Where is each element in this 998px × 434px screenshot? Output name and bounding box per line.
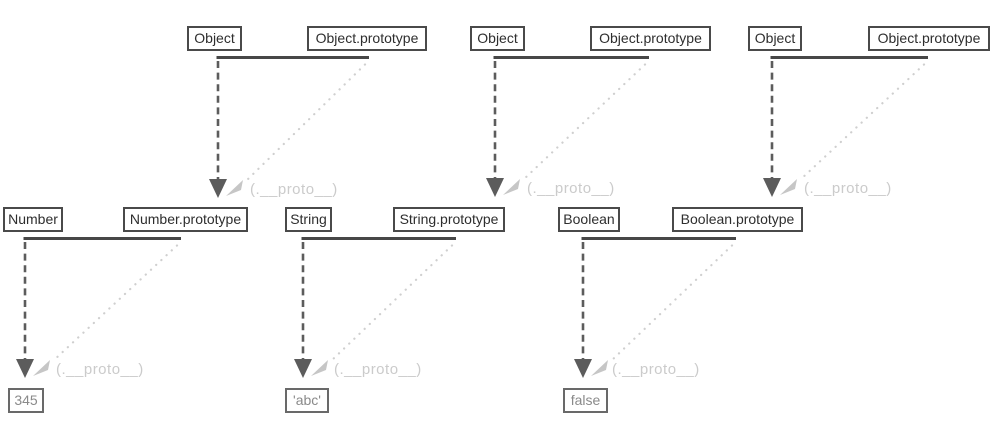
proto-dotted-line [609, 244, 734, 363]
node-object-prototype-3: Object.prototype [868, 26, 990, 51]
connector-string-to-abc [294, 237, 456, 378]
node-object-1: Object [187, 26, 242, 51]
proto-dotted-line [244, 63, 367, 183]
node-number: Number [3, 207, 63, 232]
proto-arrowhead-icon [503, 179, 520, 195]
down-arrowhead-icon [763, 178, 781, 197]
proto-label: (.__proto__) [612, 361, 700, 378]
node-boolean: Boolean [558, 207, 620, 232]
proto-arrowhead-icon [311, 360, 328, 376]
down-arrowhead-icon [574, 359, 592, 378]
proto-label: (.__proto__) [250, 181, 338, 198]
node-string-prototype: String.prototype [393, 207, 505, 232]
proto-arrowhead-icon [591, 360, 608, 376]
value-boolean-literal: false [563, 388, 608, 413]
proto-dotted-line [521, 63, 647, 182]
down-arrowhead-icon [294, 359, 312, 378]
down-arrowhead-icon [16, 359, 34, 378]
down-arrowhead-icon [486, 178, 504, 197]
proto-dotted-line [51, 244, 179, 363]
node-boolean-prototype: Boolean.prototype [672, 207, 803, 232]
node-string: String [285, 207, 332, 232]
connector-boolean-to-false [574, 237, 736, 378]
value-string-literal: 'abc' [285, 388, 329, 413]
connector-object-to-string-prototype [486, 56, 649, 197]
connector-object-to-boolean-prototype [763, 56, 928, 197]
proto-arrowhead-icon [33, 360, 50, 376]
proto-label: (.__proto__) [56, 361, 144, 378]
node-object-prototype-2: Object.prototype [590, 26, 711, 51]
node-object-prototype-1: Object.prototype [307, 26, 427, 51]
proto-label: (.__proto__) [804, 180, 892, 197]
proto-dotted-line [329, 244, 454, 363]
node-object-2: Object [470, 26, 525, 51]
node-number-prototype: Number.prototype [123, 207, 248, 232]
node-object-3: Object [748, 26, 802, 51]
proto-label: (.__proto__) [527, 180, 615, 197]
value-number-literal: 345 [8, 388, 44, 413]
proto-arrowhead-icon [780, 179, 797, 195]
proto-dotted-line [798, 63, 926, 182]
proto-arrowhead-icon [226, 180, 243, 196]
proto-label: (.__proto__) [334, 361, 422, 378]
connector-object-to-number-prototype [209, 56, 369, 198]
down-arrowhead-icon [209, 179, 227, 198]
connector-number-to-345 [16, 237, 181, 378]
